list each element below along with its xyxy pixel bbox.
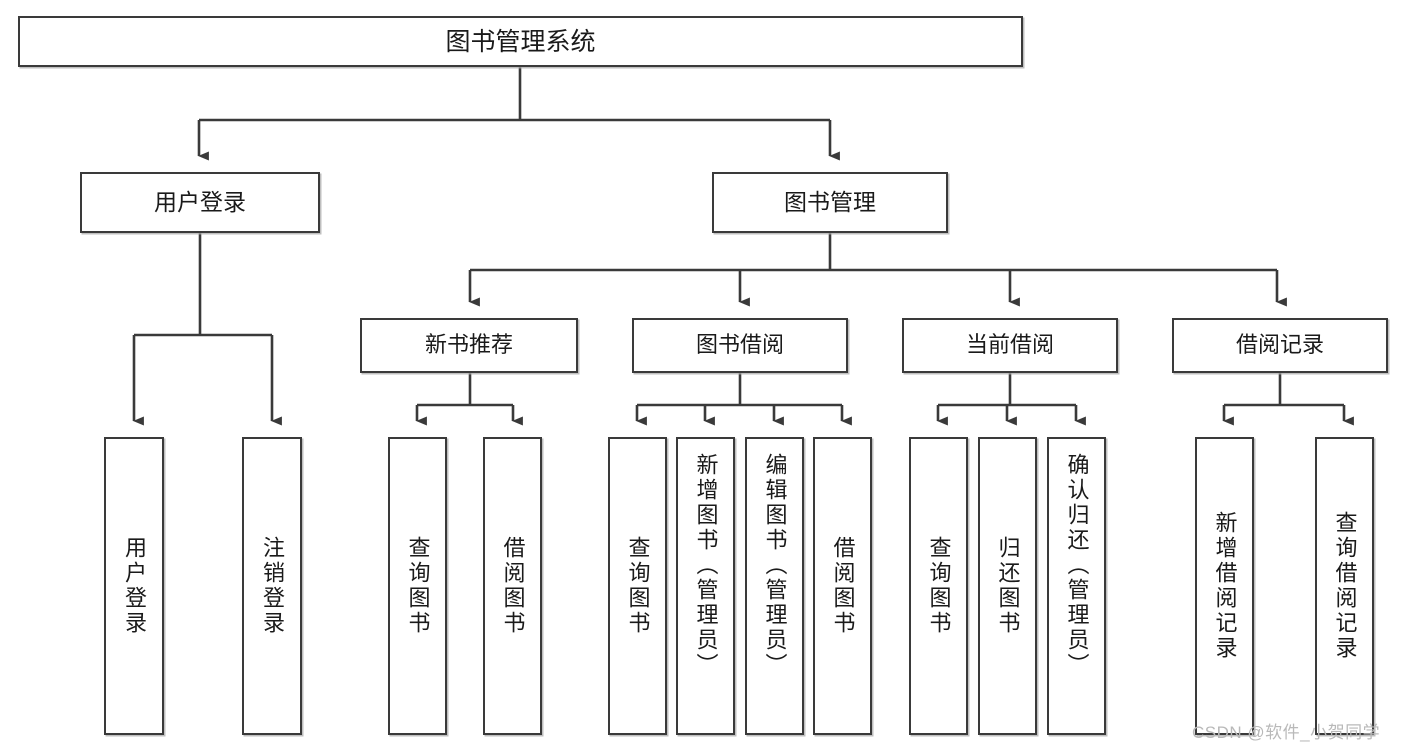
node-leaf-add-borrow-record-label: 新增借阅记录 [1212,511,1238,661]
node-new-book-rec-label: 新书推荐 [424,332,513,358]
node-leaf-user-logout-label: 注销登录 [260,536,285,636]
node-book-borrow-label: 图书借阅 [695,332,784,358]
node-user-login[interactable]: 用户登录 [80,172,320,233]
node-borrow-record[interactable]: 借阅记录 [1172,318,1388,373]
node-leaf-query-book-current[interactable]: 查询图书 [909,437,968,735]
node-leaf-borrow-book-label: 借阅图书 [830,536,856,636]
node-leaf-borrow-book-rec[interactable]: 借阅图书 [483,437,542,735]
node-root-label: 图书管理系统 [445,27,596,56]
node-book-manage-label: 图书管理 [784,188,876,215]
node-book-borrow[interactable]: 图书借阅 [632,318,848,373]
node-leaf-query-book-rec-label: 查询图书 [405,536,431,636]
node-leaf-confirm-return[interactable]: 确认归还（管理员） [1047,437,1106,735]
node-borrow-record-label: 借阅记录 [1235,332,1324,358]
node-leaf-user-login[interactable]: 用户登录 [104,437,164,735]
node-leaf-return-book[interactable]: 归还图书 [978,437,1037,735]
node-leaf-query-book-borrow[interactable]: 查询图书 [608,437,667,735]
node-leaf-edit-book[interactable]: 编辑图书（管理员） [745,437,804,735]
csdn-watermark: CSDN @软件_小贺同学 [1192,723,1381,742]
node-root[interactable]: 图书管理系统 [18,16,1023,67]
node-leaf-confirm-return-label: 确认归还（管理员） [1064,453,1090,678]
node-leaf-add-book[interactable]: 新增图书（管理员） [676,437,735,735]
node-new-book-rec[interactable]: 新书推荐 [360,318,578,373]
node-book-manage[interactable]: 图书管理 [712,172,948,233]
node-leaf-add-book-label: 新增图书（管理员） [693,453,719,678]
node-leaf-query-book-rec[interactable]: 查询图书 [388,437,447,735]
node-user-login-label: 用户登录 [154,188,246,215]
node-leaf-user-logout[interactable]: 注销登录 [242,437,302,735]
node-leaf-borrow-book-rec-label: 借阅图书 [500,536,526,636]
node-current-borrow[interactable]: 当前借阅 [902,318,1118,373]
node-leaf-edit-book-label: 编辑图书（管理员） [762,453,788,678]
node-leaf-query-borrow-record[interactable]: 查询借阅记录 [1315,437,1374,735]
node-leaf-borrow-book[interactable]: 借阅图书 [813,437,872,735]
node-leaf-add-borrow-record[interactable]: 新增借阅记录 [1195,437,1254,735]
node-leaf-query-borrow-record-label: 查询借阅记录 [1332,511,1358,661]
node-leaf-query-book-borrow-label: 查询图书 [625,536,651,636]
node-leaf-return-book-label: 归还图书 [995,536,1021,636]
node-current-borrow-label: 当前借阅 [965,332,1054,358]
node-leaf-query-book-current-label: 查询图书 [926,536,952,636]
node-leaf-user-login-label: 用户登录 [122,536,147,636]
